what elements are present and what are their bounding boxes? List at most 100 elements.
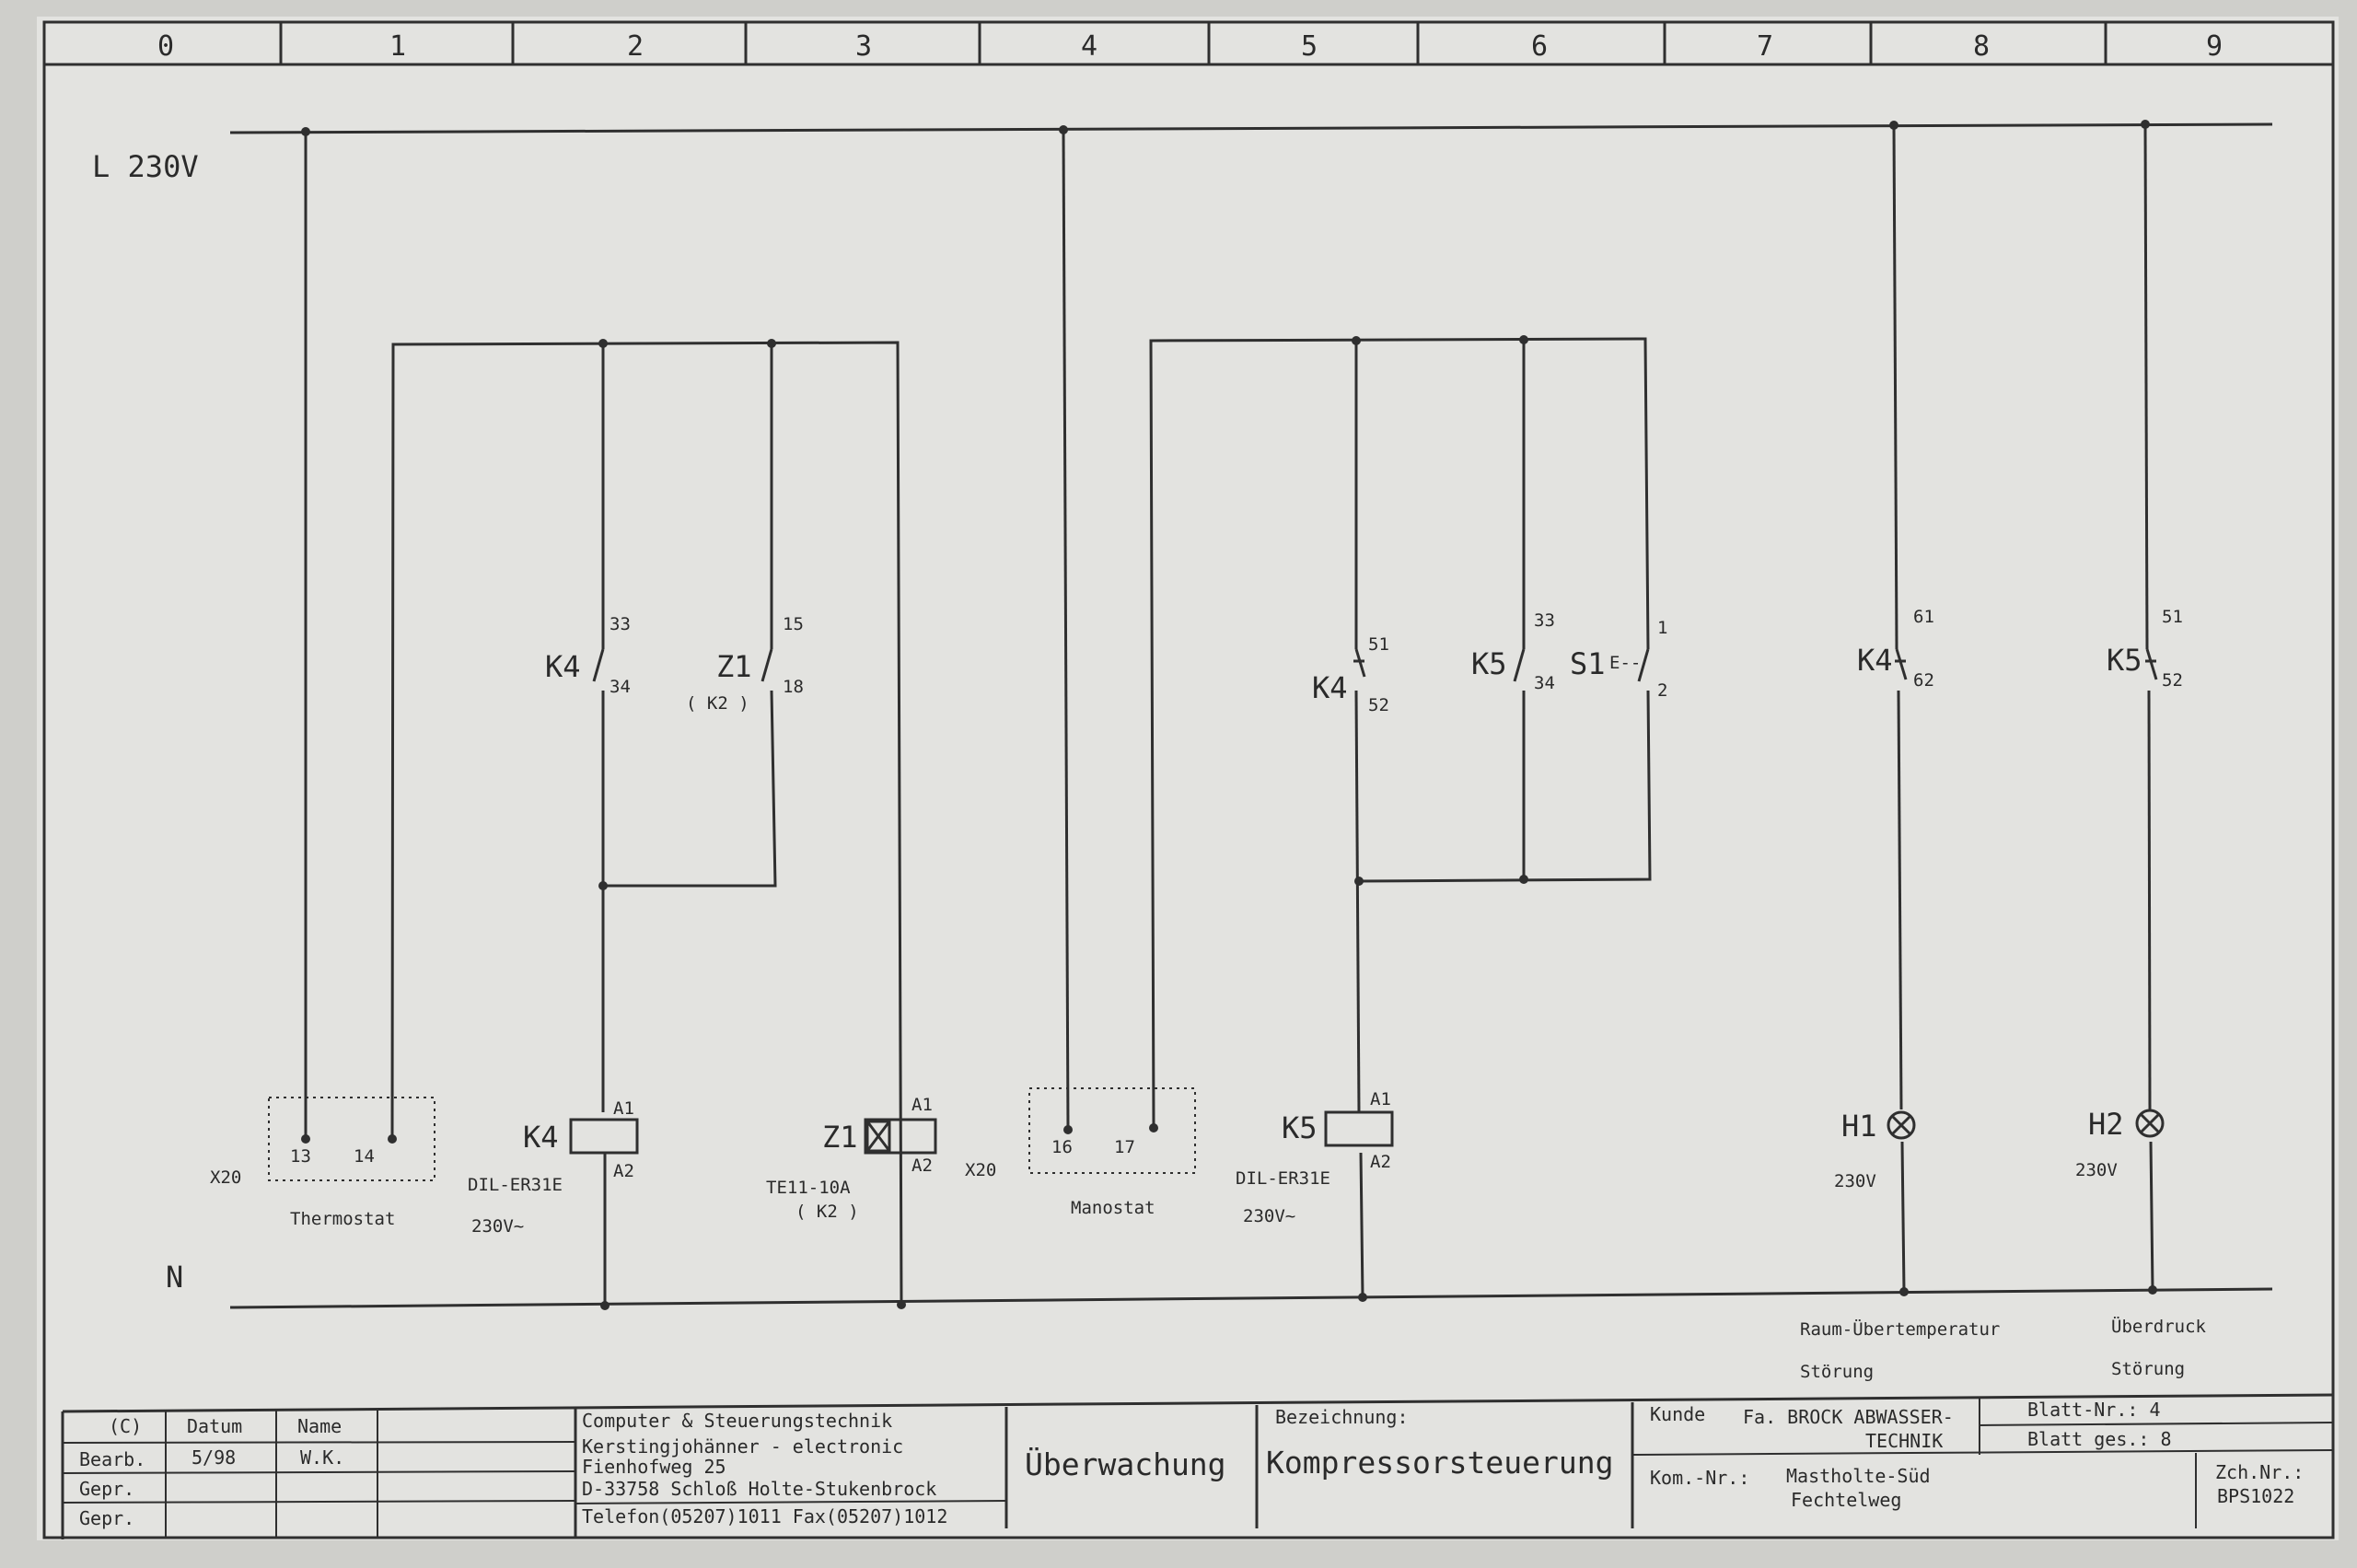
contact-k4-nc-name: K4	[1312, 670, 1348, 705]
column-number: 1	[389, 30, 406, 63]
coil-a1: A1	[911, 1095, 933, 1115]
column-number: 2	[627, 30, 644, 63]
gepr-label: Gepr.	[79, 1507, 134, 1529]
zch-label: Zch.Nr.:	[2215, 1461, 2304, 1483]
contact-z1-sub: ( K2 )	[686, 693, 749, 714]
blatt-nr: Blatt-Nr.: 4	[2027, 1399, 2161, 1421]
lamp-voltage: 230V	[2075, 1160, 2118, 1180]
contact-k5-name: K5	[1471, 646, 1507, 681]
bezeichnung-value: Kompressorsteuerung	[1266, 1445, 1614, 1481]
company-line: Kerstingjohänner - electronic	[582, 1435, 903, 1458]
lamp-description: Überdruck	[2111, 1316, 2207, 1337]
contact-k4-61-top: 61	[1913, 607, 1934, 627]
column-header: 0 1 2 3 4 5 6 7 8 9	[44, 22, 2333, 66]
company-line: Computer & Steuerungstechnik	[582, 1410, 892, 1432]
zch-value: BPS1022	[2217, 1485, 2294, 1507]
phase-rail	[229, 122, 2273, 134]
contact-k5-top: 33	[1534, 610, 1555, 631]
company-line: Telefon(05207)1011 Fax(05207)1012	[582, 1505, 947, 1527]
contact-k5-51-top: 51	[2162, 607, 2183, 627]
contact-z1-top: 15	[783, 614, 804, 634]
wiring	[304, 123, 2154, 1306]
contact-s1-name: S1	[1570, 646, 1606, 681]
junctions	[301, 120, 2157, 1310]
contact-k5-51-bottom: 52	[2162, 670, 2183, 691]
coil-a1: A1	[1370, 1089, 1391, 1109]
blatt-ges: Blatt ges.: 8	[2027, 1428, 2172, 1450]
coil-sub: ( K2 )	[795, 1202, 859, 1222]
bearb-datum: 5/98	[192, 1446, 236, 1469]
contact-k4-name: K4	[545, 649, 581, 684]
company-line: Fienhofweg 25	[582, 1456, 726, 1478]
column-number: 4	[1081, 30, 1097, 63]
terminal-block-label: X20	[965, 1160, 996, 1180]
coil-voltage: 230V~	[1243, 1206, 1295, 1226]
column-number: 7	[1757, 30, 1773, 63]
bearb-label: Bearb.	[79, 1448, 145, 1470]
contact-k5-bottom: 34	[1534, 673, 1555, 693]
contact-labels: K4 33 34 Z1 ( K2 ) 15 18 K4 51 52 K5 33 …	[545, 607, 2183, 715]
coil-k5: K5 A1 A2 DIL-ER31E 230V~	[1236, 1089, 1394, 1226]
contact-k4-top: 33	[610, 614, 631, 634]
coil-a2: A2	[911, 1156, 933, 1176]
column-number: 5	[1301, 30, 1318, 63]
contact-k4-nc-bottom: 52	[1368, 695, 1389, 715]
contact-k4-bottom: 34	[610, 677, 631, 697]
kunde-label: Kunde	[1650, 1403, 1705, 1425]
name-header: Name	[297, 1415, 342, 1437]
phase-rail-label: L 230V	[92, 149, 199, 184]
coil-type: DIL-ER31E	[1236, 1168, 1330, 1189]
terminal-block-label: X20	[210, 1167, 241, 1188]
title-block: (C) Datum Name Bearb. 5/98 W.K. Gepr. Ge…	[61, 1393, 2334, 1539]
contact-z1-name: Z1	[716, 649, 752, 684]
gepr-label: Gepr.	[79, 1478, 134, 1500]
manostat-label: Manostat	[1071, 1198, 1155, 1218]
coil-a2: A2	[1370, 1152, 1391, 1172]
bearb-name: W.K.	[300, 1446, 344, 1469]
kom-value: Mastholte-Süd	[1786, 1465, 1931, 1487]
contact-z1-bottom: 18	[783, 677, 804, 697]
switch-symbols	[592, 648, 2158, 682]
neutral-rail-label: N	[166, 1260, 183, 1295]
column-number: 8	[1973, 30, 1990, 63]
coil-type: DIL-ER31E	[468, 1175, 563, 1195]
contact-k4-nc-top: 51	[1368, 634, 1389, 655]
contact-s1-top: 1	[1657, 618, 1667, 638]
column-number: 3	[855, 30, 872, 63]
coil-a1: A1	[613, 1098, 634, 1119]
coil-name: K5	[1282, 1110, 1318, 1145]
coil-voltage: 230V~	[471, 1216, 524, 1237]
terminal-number: 17	[1114, 1137, 1135, 1157]
datum-header: Datum	[187, 1415, 242, 1437]
coil-z1: Z1 A1 A2 TE11-10A ( K2 )	[766, 1095, 937, 1222]
thermostat-label: Thermostat	[290, 1209, 395, 1229]
contact-k4-61-name: K4	[1857, 643, 1893, 678]
lamp-status: Störung	[1800, 1362, 1874, 1382]
lamp-status: Störung	[2111, 1359, 2185, 1379]
kom-label: Kom.-Nr.:	[1650, 1467, 1749, 1489]
lamp-name: H1	[1841, 1109, 1877, 1144]
column-number: 0	[157, 30, 174, 63]
section-title: Überwachung	[1025, 1446, 1226, 1482]
lamp-h1: H1 230V Raum-Übertemperatur Störung	[1800, 1109, 2000, 1382]
drawing-frame	[42, 20, 2335, 1539]
coil-name: K4	[523, 1120, 559, 1155]
lamp-h2: H2 230V Überdruck Störung	[2075, 1107, 2207, 1379]
terminal-number: 13	[290, 1146, 311, 1167]
kunde-value: Fa. BROCK ABWASSER-	[1743, 1406, 1954, 1428]
contact-k5-51-name: K5	[2107, 643, 2142, 678]
contact-k4-61-bottom: 62	[1913, 670, 1934, 691]
copyright: (C)	[109, 1415, 142, 1437]
lamp-name: H2	[2088, 1107, 2124, 1142]
terminal-number: 16	[1051, 1137, 1073, 1157]
terminal-number: 14	[354, 1146, 375, 1167]
bezeichnung-label: Bezeichnung:	[1275, 1406, 1409, 1428]
coil-k4: K4 A1 A2 DIL-ER31E 230V~	[468, 1098, 639, 1237]
contact-s1-bottom: 2	[1657, 680, 1667, 701]
coil-a2: A2	[613, 1161, 634, 1181]
contact-s1-mark: E--	[1609, 653, 1641, 673]
lamp-description: Raum-Übertemperatur	[1800, 1318, 2000, 1340]
column-number: 9	[2206, 30, 2223, 63]
